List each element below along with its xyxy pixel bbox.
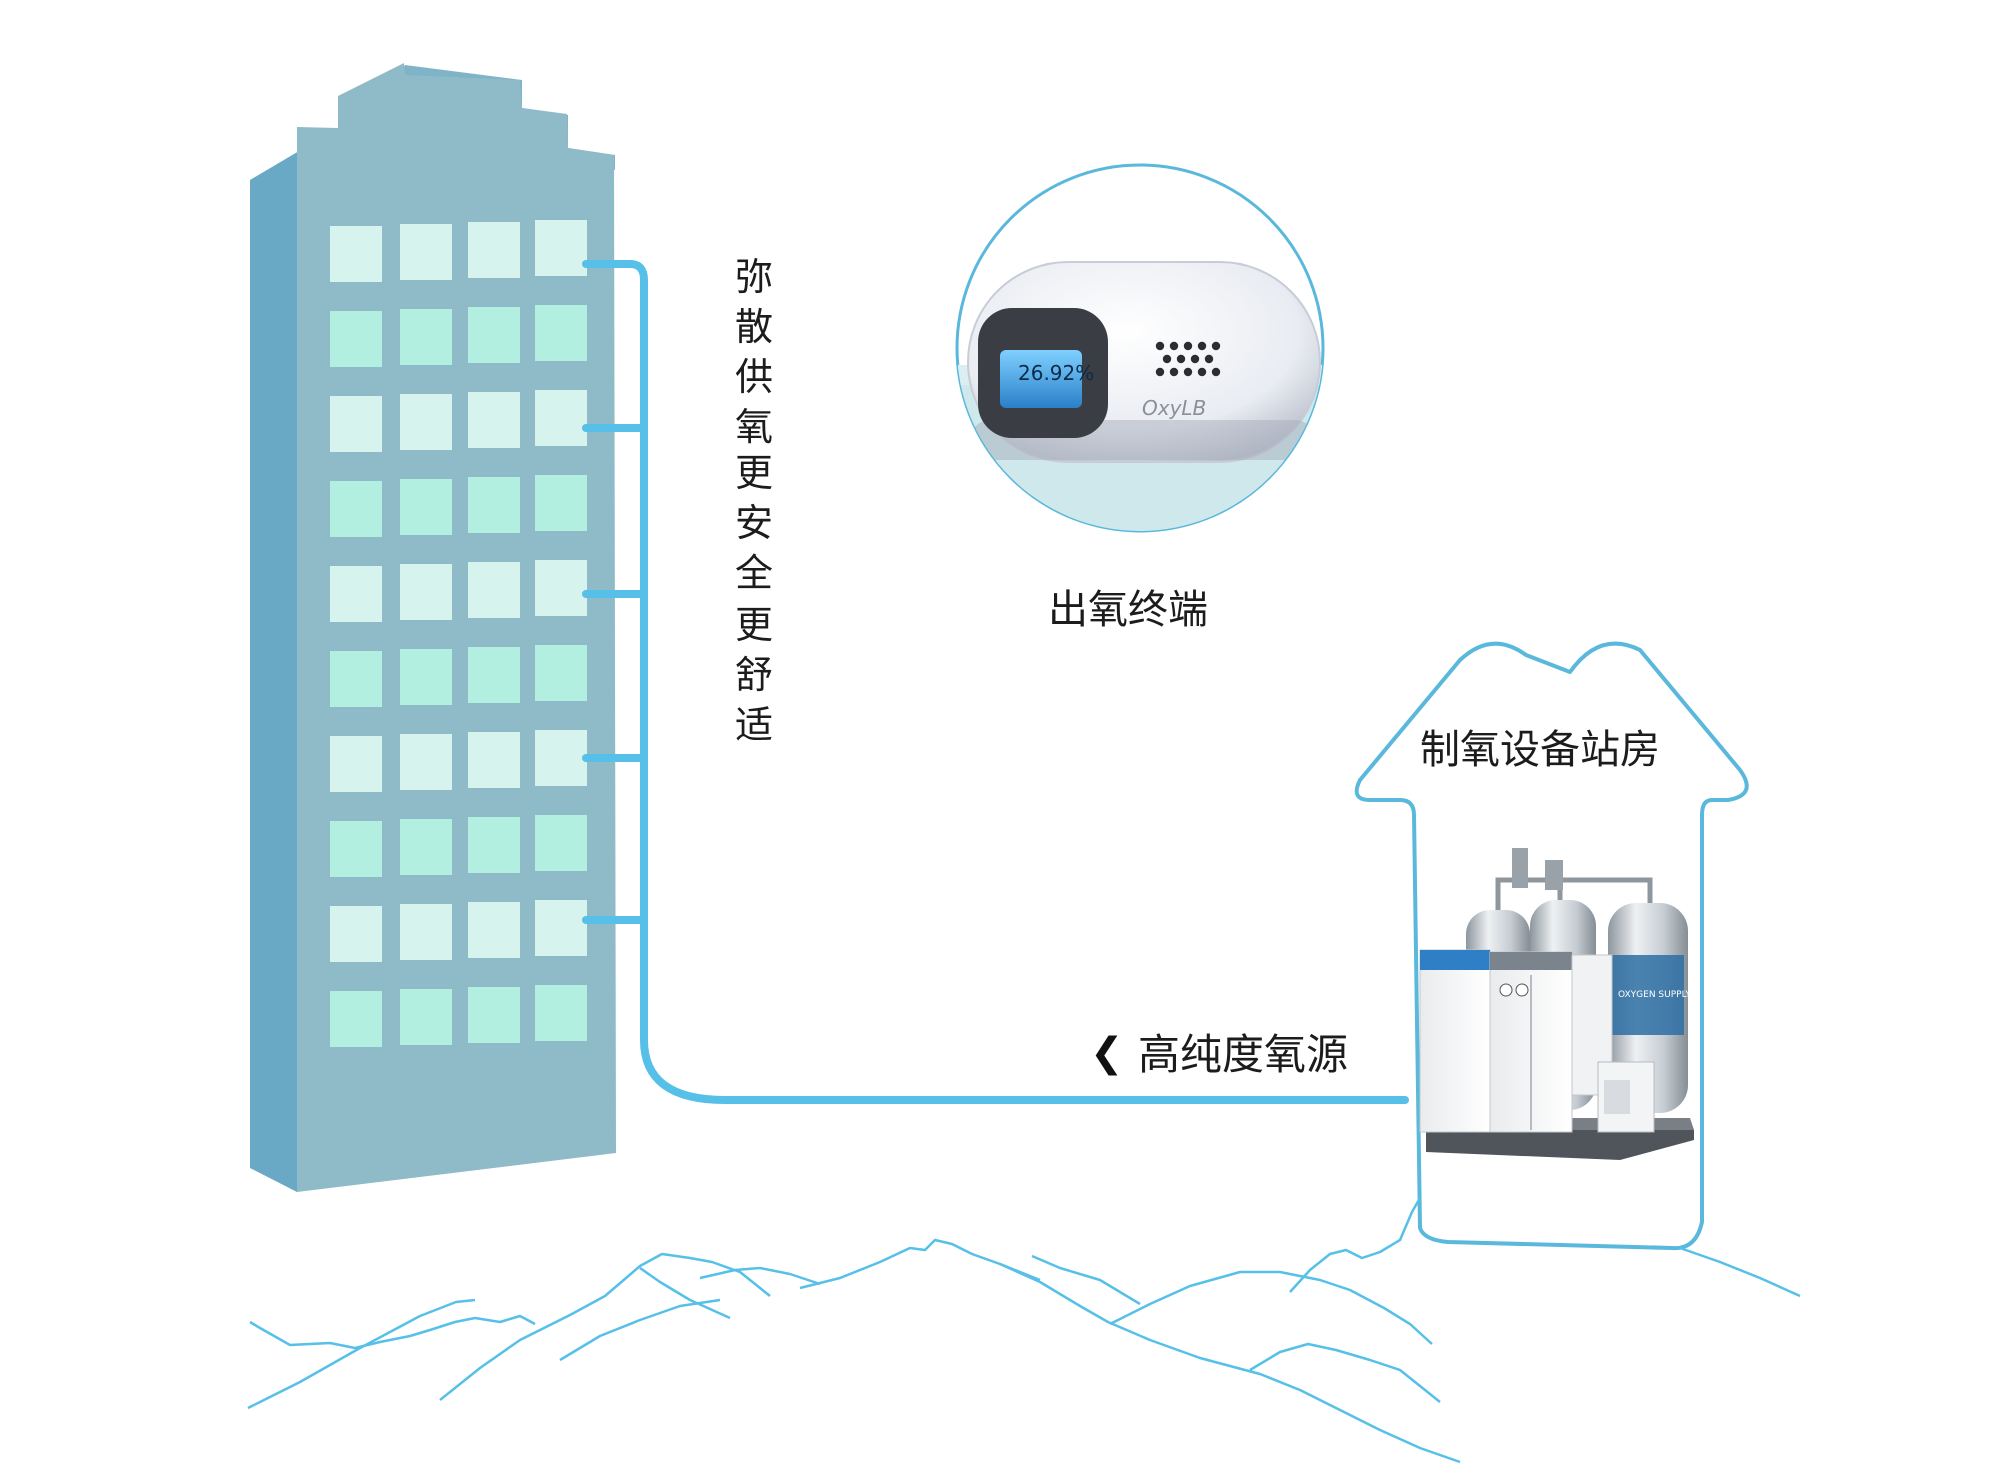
oxygen-station-house <box>1354 641 1749 1251</box>
window <box>535 900 587 956</box>
benefit-char: 全 <box>734 551 773 596</box>
speaker-grille-icon <box>1155 341 1221 377</box>
window <box>400 564 452 620</box>
source-label: 高纯度氧源 <box>1138 1030 1349 1079</box>
grille-dot <box>1211 341 1221 351</box>
grille-dot <box>1183 341 1193 351</box>
window <box>400 394 452 450</box>
oxygen-generator-equipment: OXYGEN SUPPLY <box>1419 848 1694 1160</box>
svg-text:OXYGEN SUPPLY: OXYGEN SUPPLY <box>1618 990 1691 1000</box>
window <box>535 985 587 1041</box>
benefit-char: 弥散供氧 <box>732 252 776 453</box>
window <box>400 819 452 875</box>
window <box>330 906 382 962</box>
benefit-diffuse-oxygen: 弥散供氧 <box>732 252 776 453</box>
benefit-safer: 更安全 <box>732 448 776 598</box>
window <box>468 477 520 533</box>
window <box>468 817 520 873</box>
window <box>400 734 452 790</box>
grille-dot <box>1183 367 1193 377</box>
grille-dot <box>1211 367 1221 377</box>
benefit-char: 更舒适 <box>732 600 776 750</box>
window <box>535 220 587 276</box>
window <box>400 309 452 365</box>
terminal-reading: 26.92% <box>1018 361 1095 385</box>
terminal-label: 出氧终端 <box>1048 587 1208 633</box>
window <box>330 736 382 792</box>
benefit-char: 更 <box>734 603 773 647</box>
benefit-comfort: 更舒适 <box>732 600 776 750</box>
terminal-brand: OxyLB <box>1142 396 1207 420</box>
window <box>535 305 587 361</box>
window <box>535 815 587 871</box>
window <box>468 647 520 703</box>
grille-dot <box>1169 367 1179 377</box>
window <box>400 904 452 960</box>
window <box>535 390 587 446</box>
grille-dot <box>1197 341 1207 351</box>
station-label: 制氧设备站房 <box>1420 727 1660 773</box>
benefit-char: 安 <box>734 501 773 546</box>
oxygen-pipe-network <box>582 260 1409 1104</box>
window <box>468 732 520 788</box>
window <box>330 481 382 537</box>
window <box>330 651 382 707</box>
window <box>468 902 520 958</box>
grille-dot <box>1197 367 1207 377</box>
window <box>330 821 382 877</box>
window <box>535 645 587 701</box>
window <box>400 649 452 705</box>
window <box>468 987 520 1043</box>
window <box>535 560 587 616</box>
window <box>330 396 382 452</box>
window <box>468 307 520 363</box>
window <box>468 562 520 618</box>
oxygen-terminal-illustration <box>955 163 1325 533</box>
benefit-char: 更 <box>734 451 773 495</box>
benefit-char: 适 <box>734 703 773 748</box>
generator-cabinet <box>1419 949 1491 1133</box>
window <box>400 224 452 280</box>
window <box>330 226 382 282</box>
mountain-outline <box>247 1197 1801 1464</box>
window <box>330 311 382 367</box>
grille-dot <box>1155 367 1165 377</box>
window <box>330 991 382 1047</box>
chevron-left-icon: ❮ <box>1090 1030 1124 1076</box>
grille-dot <box>1155 341 1165 351</box>
terminal-screen <box>1000 350 1082 408</box>
riser-pipe <box>582 260 1409 1104</box>
benefit-char: 散 <box>734 305 773 350</box>
window <box>330 566 382 622</box>
benefit-char: 舒 <box>734 653 773 698</box>
grille-dot <box>1162 354 1172 364</box>
grille-dot <box>1204 354 1214 364</box>
building-windows <box>330 220 587 1047</box>
window <box>400 479 452 535</box>
building <box>250 63 616 1192</box>
grille-dot <box>1190 354 1200 364</box>
window <box>468 392 520 448</box>
grille-dot <box>1176 354 1186 364</box>
grille-dot <box>1169 341 1179 351</box>
benefit-char: 氧 <box>734 405 773 450</box>
window <box>468 222 520 278</box>
window <box>535 730 587 786</box>
window <box>400 989 452 1045</box>
benefit-char: 弥 <box>734 255 773 299</box>
window <box>535 475 587 531</box>
benefit-char: 更安全 <box>732 448 776 598</box>
benefit-char: 供 <box>734 355 773 400</box>
